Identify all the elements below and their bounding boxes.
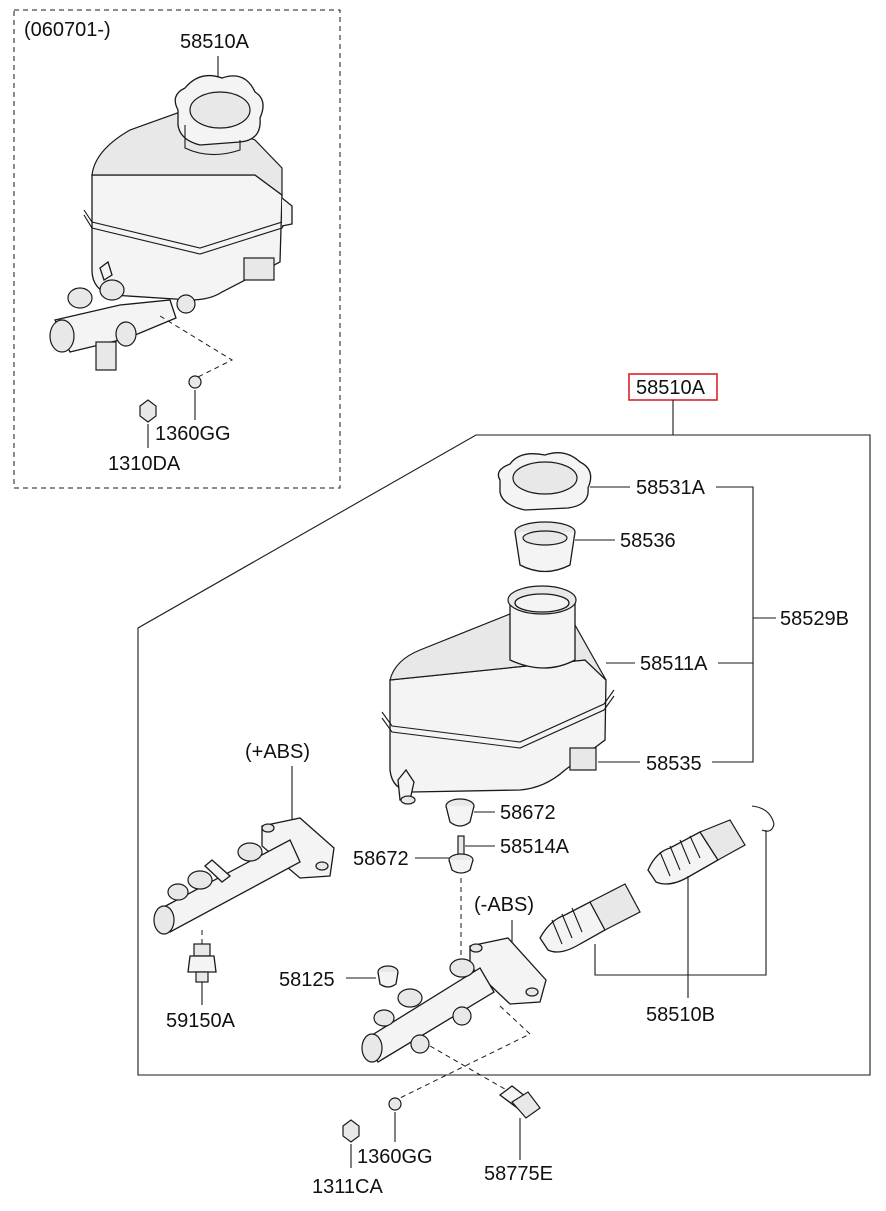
variant-reservoir-illustration <box>49 74 293 371</box>
variant-dash-leader <box>159 315 234 379</box>
variant-reservoir-label[interactable]: 58510A <box>180 31 250 53</box>
piston-kit-label[interactable]: 58510B <box>646 1004 715 1026</box>
main-assembly-label[interactable]: 58510A <box>636 377 706 399</box>
main-assembly: 58510A 58531A 58536 <box>137 373 871 1099</box>
variant-nut-label[interactable]: 1360GG <box>155 423 231 445</box>
bottom-bolt-label[interactable]: 1311CA <box>312 1176 383 1198</box>
bottom-nut-part <box>388 1097 402 1111</box>
grommet-left-label[interactable]: 58672 <box>353 848 409 870</box>
grommet-top-label[interactable]: 58672 <box>500 802 556 824</box>
bottom-parts: 1360GG 1311CA 58775E <box>312 1085 553 1198</box>
sensor-illustration <box>498 1085 541 1119</box>
cap-label[interactable]: 58531A <box>636 477 706 499</box>
sensor-label[interactable]: 58775E <box>484 1163 553 1185</box>
variant-date-label: (060701-) <box>24 19 111 41</box>
reservoir-label[interactable]: 58511A <box>640 653 708 675</box>
piston-kit-illustration <box>539 805 775 953</box>
plug-label[interactable]: 58125 <box>279 969 335 991</box>
switch-label[interactable]: 59150A <box>166 1010 236 1032</box>
variant-bolt-label[interactable]: 1310DA <box>108 453 181 475</box>
abs-minus-dash-nut <box>399 1005 531 1099</box>
abs-plus-label[interactable]: (+ABS) <box>245 741 310 763</box>
seal-label[interactable]: 58514A <box>500 836 570 858</box>
variant-nut-part <box>188 375 202 389</box>
connector-label[interactable]: 58535 <box>646 753 702 775</box>
abs-minus-dash-sensor <box>429 1045 511 1093</box>
piston-kit-bracket <box>594 830 767 976</box>
abs-plus-cylinder-illustration <box>153 817 335 935</box>
reservoir-illustration <box>381 585 615 805</box>
grommet-top-illustration <box>445 798 475 827</box>
variant-bolt-part <box>139 399 157 423</box>
strainer-illustration <box>514 521 576 573</box>
bottom-bolt-part <box>342 1119 360 1143</box>
reservoir-kit-bracket <box>712 486 754 763</box>
plug-illustration <box>377 965 399 988</box>
reservoir-kit-label[interactable]: 58529B <box>780 608 849 630</box>
bottom-nut-label[interactable]: 1360GG <box>357 1146 433 1168</box>
abs-minus-cylinder-illustration <box>361 937 547 1063</box>
variant-box-border <box>13 9 341 489</box>
switch-illustration <box>187 943 217 983</box>
main-assembly-frame <box>137 434 871 1076</box>
cap-illustration <box>497 452 592 511</box>
abs-minus-label[interactable]: (-ABS) <box>474 894 534 916</box>
seal-illustration <box>448 835 474 874</box>
strainer-label[interactable]: 58536 <box>620 530 676 552</box>
variant-box: (060701-) 58510A <box>13 9 341 489</box>
